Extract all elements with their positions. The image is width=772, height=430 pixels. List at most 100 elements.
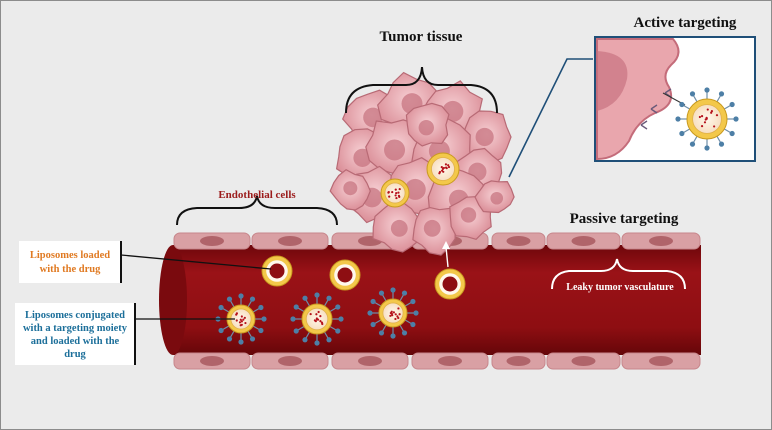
tumor-nucleus — [390, 219, 408, 237]
targeting-ligand — [335, 304, 341, 310]
drug-molecule — [316, 318, 320, 321]
tumor-nucleus — [404, 178, 426, 200]
drug-molecule — [320, 321, 324, 324]
tumor-cell — [329, 168, 371, 211]
inset-connector-line — [508, 58, 593, 178]
tumor-cluster — [329, 71, 515, 256]
drug-molecule — [698, 115, 701, 119]
targeting-ligand — [704, 87, 710, 93]
endothelial-cell — [251, 352, 329, 370]
drug-molecule — [240, 315, 243, 318]
aqueous-core — [384, 182, 406, 204]
targeting-ligand — [704, 145, 710, 151]
endothelial-cell — [331, 352, 409, 370]
drug-molecule — [442, 170, 445, 173]
drug-molecule — [244, 321, 247, 325]
tumor-tissue-title: Tumor tissue — [380, 29, 463, 45]
targeting-ligand — [302, 295, 308, 301]
passive-targeting-title: Passive targeting — [570, 211, 679, 227]
endothelial-cell — [173, 232, 251, 250]
targeting-ligand — [293, 304, 299, 310]
targeting-ligand — [378, 330, 385, 336]
legend-conjugated-line-2: with a targeting moiety — [23, 323, 128, 334]
drug-core — [269, 263, 285, 279]
targeting-ligand — [293, 328, 299, 334]
endothelial-cell — [546, 232, 621, 250]
active-targeting-title: Active targeting — [634, 15, 737, 31]
drug-molecule — [394, 194, 397, 197]
targeted-liposome — [675, 87, 739, 151]
endothelial-cell — [411, 352, 489, 370]
targeting-ligand — [226, 336, 233, 342]
drug-molecule — [389, 314, 392, 317]
legend-pointer-loaded — [120, 254, 272, 270]
drug-core — [337, 267, 353, 283]
inset-illustration — [596, 38, 739, 161]
tumor-nucleus — [423, 219, 441, 237]
drug-molecule — [243, 316, 246, 319]
tumor-cell — [405, 102, 450, 147]
endothelial-nucleus — [649, 236, 673, 246]
drug-liposome — [426, 152, 460, 186]
tumor-nucleus — [418, 119, 434, 136]
tumor-nucleus — [460, 207, 477, 223]
targeting-ligand — [249, 336, 256, 342]
drug-molecule — [706, 108, 709, 111]
endothelial-nucleus — [200, 356, 224, 366]
drug-molecule — [394, 188, 397, 191]
targeting-ligand — [326, 295, 332, 301]
endothelial-nucleus — [571, 236, 596, 246]
drug-molecule — [389, 311, 392, 315]
legend-loaded-line-2: with the drug — [40, 264, 101, 275]
targeting-ligand — [401, 330, 408, 336]
targeting-ligand — [290, 316, 296, 322]
drug-molecule — [235, 319, 238, 322]
targeting-ligand — [218, 304, 224, 311]
endothelial-nucleus — [649, 356, 673, 366]
tumor-nucleus — [384, 139, 406, 161]
drug-molecule — [319, 315, 322, 318]
endothelial-nucleus — [506, 236, 531, 246]
liposome-group — [215, 152, 466, 346]
drug-molecule — [398, 187, 401, 191]
drug-molecule — [700, 115, 704, 118]
targeting-ligand — [410, 321, 416, 328]
drug-molecule — [710, 109, 714, 113]
drug-molecule — [395, 192, 398, 195]
endothelial-layer-bottom — [173, 352, 701, 370]
tumor-nucleus — [343, 181, 358, 196]
tumor-nucleus — [475, 127, 494, 147]
targeting-ligand — [258, 327, 264, 334]
targeting-ligand — [733, 116, 739, 122]
drug-molecule — [395, 196, 398, 200]
drug-molecule — [710, 111, 713, 114]
legend-box-conjugated — [15, 303, 135, 365]
targeted-liposome — [215, 293, 267, 345]
endothelial-nucleus — [278, 356, 302, 366]
targeting-ligand — [689, 141, 696, 147]
tumor-cell — [372, 201, 422, 253]
leaky-vasculature-label: Leaky tumor vasculature — [566, 282, 674, 293]
drug-molecule — [315, 313, 318, 316]
leaky-vasculature-brace — [551, 258, 686, 290]
drug-molecule — [388, 195, 391, 198]
targeting-ligand — [226, 296, 233, 302]
targeting-ligand — [410, 298, 416, 305]
endothelial-nucleus — [200, 236, 224, 246]
drug-molecule — [317, 310, 320, 314]
endothelial-nucleus — [358, 356, 382, 366]
endothelial-nucleus — [278, 236, 302, 246]
drug-molecule — [397, 194, 401, 197]
drug-molecule — [715, 114, 719, 117]
targeting-ligand — [370, 298, 376, 305]
drug-molecule — [442, 166, 446, 170]
targeting-ligand — [401, 290, 408, 296]
drug-molecule — [242, 318, 245, 321]
endothelial-brace — [176, 195, 338, 226]
cell-receptor — [640, 120, 648, 130]
legend-conjugated-line-4: drug — [64, 349, 86, 360]
targeting-ligand — [261, 316, 267, 322]
drug-core — [442, 276, 458, 292]
targeting-ligand — [679, 130, 685, 137]
